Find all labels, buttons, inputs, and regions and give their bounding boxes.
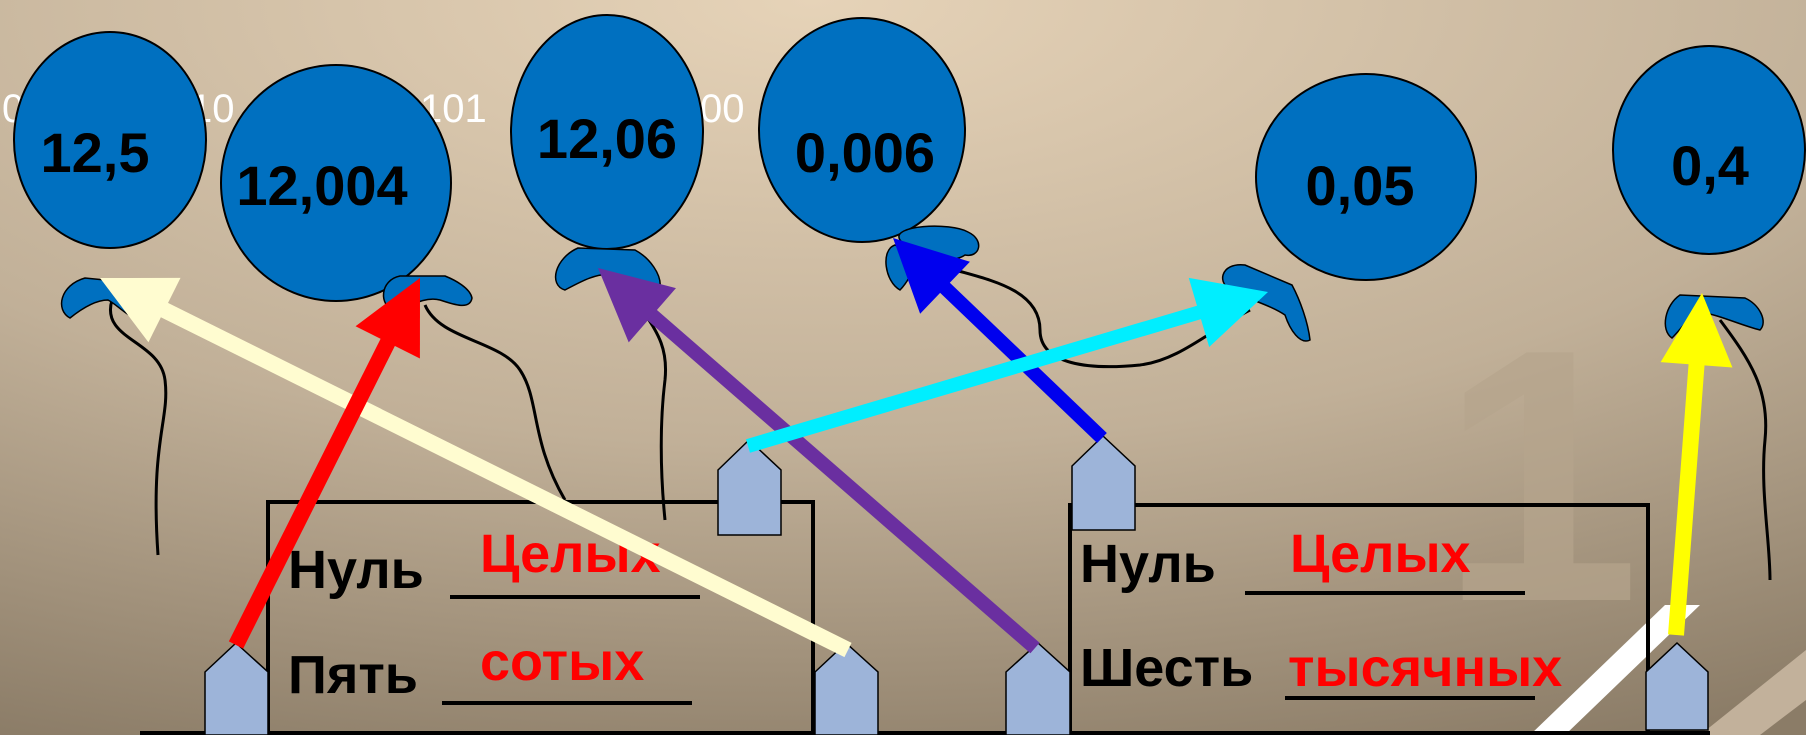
arrow-red-shaft	[228, 335, 397, 649]
card-answer[interactable]: тысячных	[1288, 638, 1562, 698]
arrow-red	[228, 278, 420, 649]
arrow-cream-shaft	[157, 301, 852, 658]
card-answer[interactable]: сотых	[480, 632, 644, 692]
balloon[interactable]: 0,05	[1221, 73, 1477, 342]
arrow-yellow-head	[1660, 293, 1733, 368]
balloon-value: 0,05	[1306, 154, 1415, 217]
arrow-red-head	[355, 278, 420, 359]
balloon-value: 12,06	[537, 107, 677, 170]
card-answer[interactable]: Целых	[1290, 524, 1471, 584]
arrow-yellow	[1660, 293, 1733, 636]
binary-fragment: 00	[700, 87, 745, 131]
launcher[interactable]	[204, 641, 269, 735]
arrow-purple-shaft	[644, 307, 1040, 654]
launcher[interactable]	[1645, 641, 1709, 731]
balloon[interactable]: 0,4	[1612, 45, 1806, 339]
watermark-digit: 1	[1440, 275, 1640, 677]
balloon-string	[1718, 319, 1772, 581]
balloon-string	[108, 299, 168, 556]
arrow-cyan-shaft	[746, 304, 1205, 453]
arrow-cyan	[746, 277, 1268, 453]
arrow-yellow-shaft	[1668, 360, 1705, 636]
card-word: Шесть	[1080, 638, 1253, 698]
card-word: Пять	[288, 645, 418, 705]
arrow-cyan-head	[1188, 277, 1268, 347]
card-word: Нуль	[288, 540, 424, 600]
arrow-cream	[100, 277, 852, 658]
arrow-cream-head	[100, 277, 181, 343]
balloon[interactable]: 12,004	[220, 64, 473, 313]
watermark-stripe	[1530, 605, 1700, 735]
balloon-knot	[1221, 264, 1311, 342]
balloon-value: 12,004	[236, 154, 407, 217]
launcher[interactable]	[717, 438, 782, 536]
answer-card: Нуль Целых Шесть тысячных	[1068, 503, 1650, 735]
card-answer[interactable]: Целых	[480, 524, 661, 584]
arrow-purple	[598, 268, 1040, 654]
balloon-value: 12,5	[41, 121, 150, 184]
balloon-string	[954, 268, 1251, 369]
arrow-blue-head	[893, 238, 970, 314]
arrow-purple-head	[598, 268, 676, 343]
balloon[interactable]: 12,06	[510, 14, 704, 291]
card-word: Нуль	[1080, 534, 1216, 594]
arrows	[100, 238, 1733, 658]
balloon-value: 0,006	[795, 121, 935, 184]
watermark-stripe-2	[1700, 650, 1806, 735]
balloon-string	[423, 304, 567, 501]
balloon-value: 0,4	[1671, 134, 1749, 197]
